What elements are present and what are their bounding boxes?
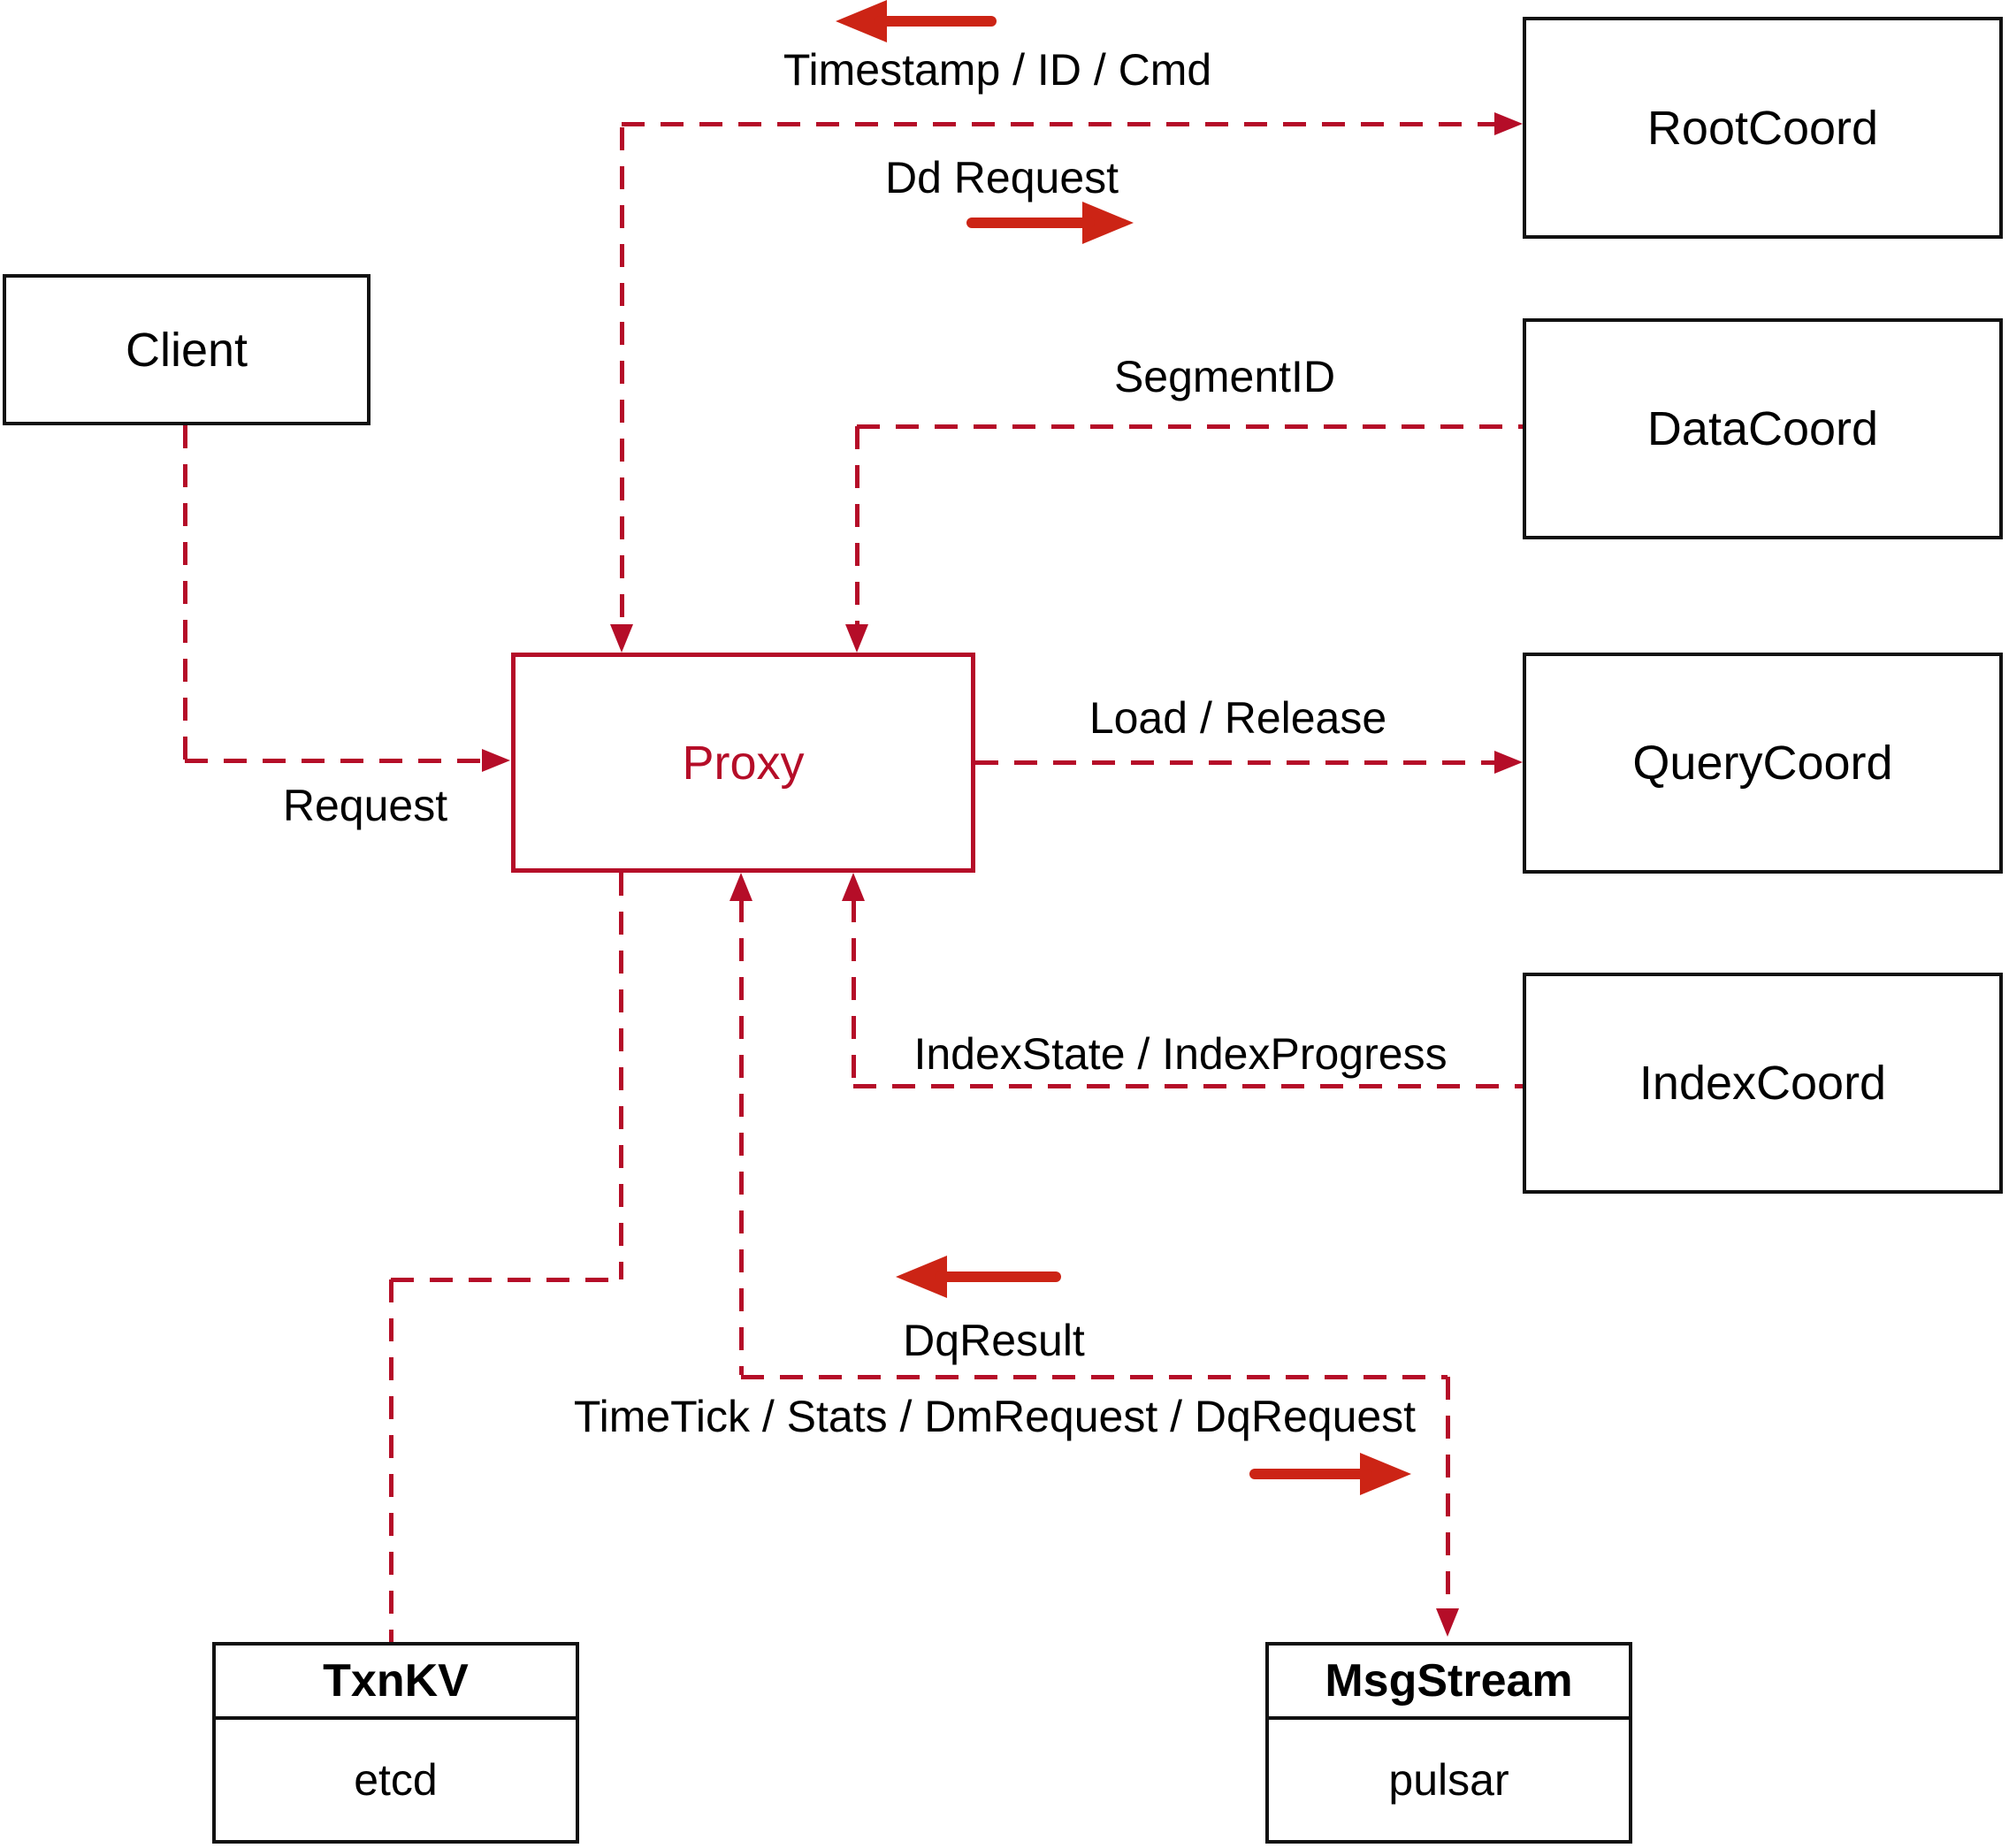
edge-label-segment-id: SegmentID [1113,352,1336,401]
node-proxy-label: Proxy [682,736,805,790]
edge-label-dd-request: Dd Request [884,153,1119,202]
node-proxy: Proxy [511,653,975,873]
arrowhead-into-proxy-top-left [610,624,633,653]
arrowhead-into-proxy-bottom-right [842,873,865,901]
edge-proxy-txnkv-vertical-upper [619,873,623,1279]
table-msgstream-impl: pulsar [1388,1755,1509,1805]
edge-label-dq-result: DqResult [903,1316,1085,1365]
node-client: Client [3,274,370,425]
edge-label-request: Request [282,781,448,830]
edge-proxy-msgstream-vertical-lower [1446,1377,1450,1610]
edge-label-index-state-progress: IndexState / IndexProgress [913,1029,1448,1079]
arrowhead-into-querycoord [1494,751,1523,774]
node-rootcoord: RootCoord [1523,17,2003,239]
arrow-shaft [875,16,997,27]
node-datacoord: DataCoord [1523,318,2003,539]
arrow-shaft [966,218,1095,228]
edge-proxy-txnkv-vertical-lower [389,1279,393,1642]
edge-datacoord-proxy-vertical [855,426,859,626]
table-txnkv-header: TxnKV [216,1646,576,1720]
node-client-label: Client [125,323,248,377]
arrowhead-into-proxy-left [482,749,510,772]
node-indexcoord: IndexCoord [1523,973,2003,1194]
edge-label-timetick-stats: TimeTick / Stats / DmRequest / DqRequest [573,1392,1417,1441]
edge-label-timestamp-id-cmd: Timestamp / ID / Cmd [783,45,1212,95]
node-querycoord: QueryCoord [1523,653,2003,874]
table-txnkv-impl: etcd [354,1755,438,1805]
right-arrow-icon-timetick [1249,1453,1411,1495]
edge-indexcoord-proxy-vertical [852,899,856,1084]
edge-client-proxy-vertical [183,425,187,760]
arrowhead-into-proxy-top-right [845,624,868,653]
node-rootcoord-label: RootCoord [1646,101,1879,155]
arrowhead-into-proxy-bottom-middle [730,873,752,901]
edge-indexcoord-proxy-horizontal [853,1084,1523,1088]
edge-label-load-release: Load / Release [1089,693,1387,743]
edge-proxy-txnkv-horizontal [391,1278,621,1282]
edge-datacoord-proxy-horizontal [857,424,1523,429]
arrow-shaft [935,1271,1061,1282]
node-datacoord-label: DataCoord [1646,402,1879,455]
edge-client-proxy-horizontal [185,759,482,763]
left-arrow-icon-dqresult [896,1256,1061,1298]
arrow-shaft [1249,1469,1372,1479]
edge-proxy-rootcoord-horizontal [622,122,1494,126]
table-txnkv: TxnKV etcd [212,1642,579,1844]
arrowhead-into-msgstream [1436,1608,1459,1637]
arrowhead-into-rootcoord [1494,112,1523,135]
table-msgstream: MsgStream pulsar [1265,1642,1632,1844]
edge-proxy-msgstream-vertical-upper [739,899,744,1375]
node-querycoord-label: QueryCoord [1632,737,1893,790]
left-arrow-icon-timestamp [836,0,997,42]
edge-proxy-msgstream-horizontal [741,1375,1448,1379]
table-msgstream-header: MsgStream [1269,1646,1629,1720]
node-indexcoord-label: IndexCoord [1639,1057,1887,1110]
edge-proxy-rootcoord-vertical [620,127,624,626]
edge-proxy-querycoord-horizontal [975,760,1494,765]
right-arrow-icon-dd-request [966,202,1134,244]
